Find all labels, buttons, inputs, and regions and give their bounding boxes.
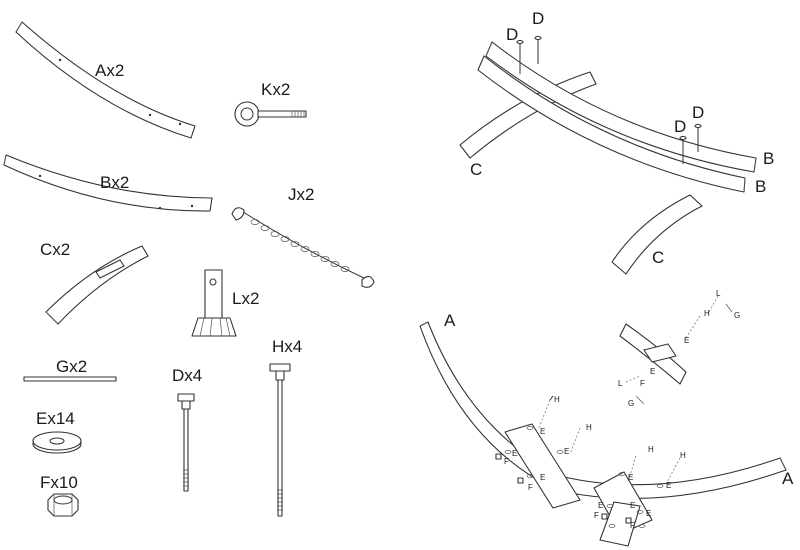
part-h-label: Hx4: [272, 337, 302, 356]
label-l-2: L: [618, 379, 623, 388]
label-e-10: E: [684, 336, 689, 345]
label-f-2: F: [528, 483, 533, 492]
part-k-label: Kx2: [261, 80, 290, 99]
assembly-top-c-1: C: [470, 160, 482, 179]
label-e-8: E: [646, 509, 651, 518]
part-b-label: Bx2: [100, 173, 129, 192]
part-a-beam: [15, 21, 196, 139]
part-j-chain: [231, 207, 375, 288]
part-k-eyebolt: [234, 101, 307, 127]
part-f-label: Fx10: [40, 473, 78, 492]
label-f-3: F: [594, 511, 599, 520]
part-g-label: Gx2: [56, 357, 87, 376]
part-l-label: Lx2: [232, 289, 259, 308]
assembly-top-b-2: B: [755, 177, 766, 196]
label-g-2: G: [628, 399, 634, 408]
part-a-label: Ax2: [95, 61, 124, 80]
label-f-5: F: [640, 379, 645, 388]
assembly-bottom-a-2: A: [782, 469, 794, 488]
assembly-top-d-3: D: [692, 103, 704, 122]
label-e-9: E: [630, 501, 635, 510]
assembly-top-b-1: B: [763, 149, 774, 168]
assembly-top-d-1: D: [532, 9, 544, 28]
label-e-5: E: [628, 473, 633, 482]
label-h-4: H: [680, 451, 686, 460]
part-h-bolt: [269, 363, 291, 517]
part-l-bracket: [191, 269, 237, 337]
label-e-7: E: [598, 501, 603, 510]
part-e-washer: [32, 431, 82, 454]
part-e-label: Ex14: [36, 409, 75, 428]
label-e-6: E: [666, 481, 671, 490]
label-h-3: H: [648, 445, 654, 454]
label-e-3: E: [512, 449, 517, 458]
part-c-label: Cx2: [40, 240, 70, 259]
part-g-bar: [23, 376, 117, 382]
part-d-bolt: [177, 393, 195, 492]
label-f-1: F: [504, 457, 509, 466]
label-f-4: F: [630, 521, 635, 530]
part-f-nut: [47, 493, 79, 517]
label-h-1: H: [554, 395, 560, 404]
part-j-label: Jx2: [288, 185, 314, 204]
label-h-2: H: [586, 423, 592, 432]
label-g-1: G: [734, 311, 740, 320]
label-l-1: L: [716, 289, 721, 298]
part-d-label: Dx4: [172, 366, 202, 385]
assembly-bottom-view: [419, 295, 787, 547]
assembly-top-c-2: C: [652, 248, 664, 267]
assembly-bottom-a-1: A: [444, 311, 456, 330]
label-h-5: H: [704, 309, 710, 318]
label-e-11: E: [650, 367, 655, 376]
part-b-beam: [3, 154, 213, 212]
label-e-2: E: [564, 447, 569, 456]
label-e-1: E: [540, 427, 545, 436]
assembly-top-d-2: D: [506, 25, 518, 44]
label-e-4: E: [540, 473, 545, 482]
assembly-top-view: [459, 35, 757, 275]
part-c-beam: [45, 245, 149, 325]
assembly-top-d-4: D: [674, 117, 686, 136]
